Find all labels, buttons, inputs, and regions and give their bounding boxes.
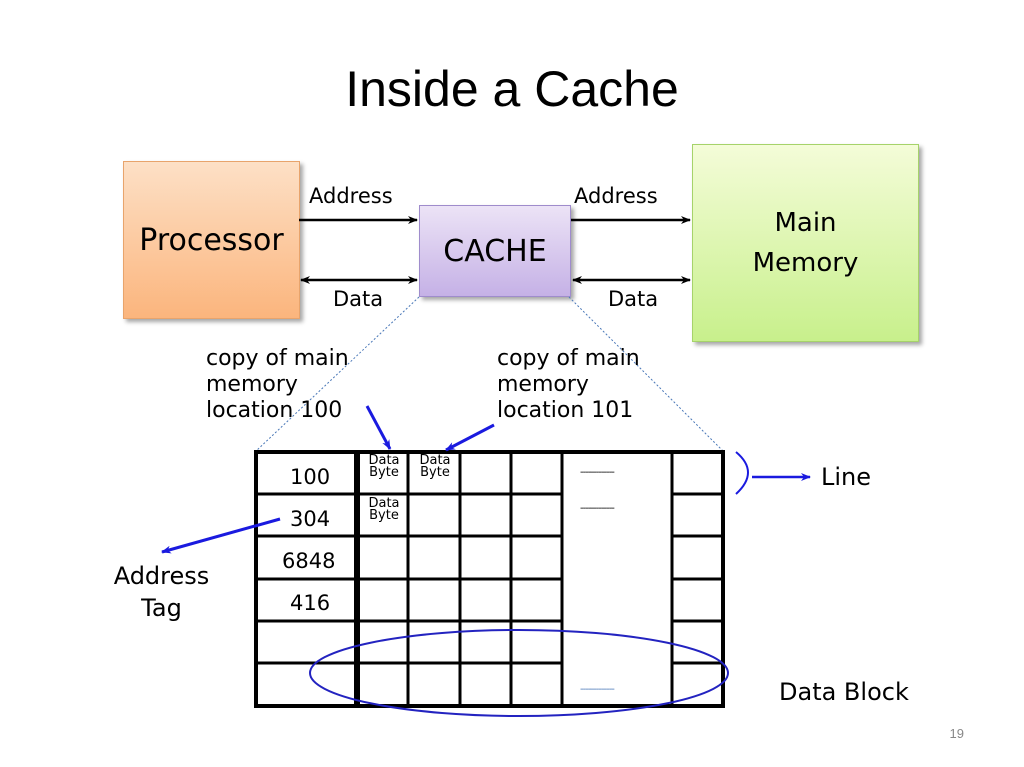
zoom-line-right	[568, 296, 724, 452]
copy101-line2: memory	[497, 372, 589, 397]
slide-title: Inside a Cache	[345, 61, 679, 117]
copy100-line3: location 100	[206, 398, 343, 423]
data-block-label: Data Block	[779, 678, 909, 706]
data-byte-text: Data	[419, 453, 451, 468]
left-address-label: Address	[309, 184, 393, 208]
main-memory-label-line1: Main	[774, 208, 837, 238]
right-address-label: Address	[574, 184, 658, 208]
ellipsis-row-2: -------------	[580, 503, 615, 514]
ellipsis-row-6: -------------	[580, 684, 615, 695]
cache-label: CACHE	[443, 233, 547, 269]
processor-block: Processor	[123, 161, 300, 319]
address-tag-annotation: Address Tag	[104, 560, 219, 624]
processor-label: Processor	[139, 222, 284, 258]
cache-table-grid	[254, 450, 725, 708]
tag-cell: 304	[290, 507, 331, 531]
zoom-line-left	[255, 296, 420, 452]
data-byte-text: Byte	[369, 508, 399, 523]
tag-cell: 6848	[282, 549, 336, 573]
main-memory-block: Main Memory	[692, 144, 919, 342]
copy100-arrow	[365, 405, 392, 450]
tag-cell: 100	[290, 465, 331, 489]
main-memory-label-line2: Memory	[752, 248, 859, 278]
line-bracket	[735, 451, 749, 495]
copy101-annotation: copy of main memory location 101	[497, 346, 640, 424]
copy101-line1: copy of main	[497, 346, 640, 371]
copy101-line3: location 101	[497, 398, 634, 423]
address-tag-line1: Address	[113, 562, 210, 590]
line-label: Line	[821, 463, 872, 491]
copy100-line1: copy of main	[206, 346, 349, 371]
address-tag-line2: Tag	[141, 594, 182, 622]
data-byte-text: Byte	[420, 465, 450, 480]
data-byte-cell: Data Byte	[361, 496, 407, 523]
data-byte-cell: Data Byte	[412, 453, 458, 480]
data-byte-text: Byte	[369, 465, 399, 480]
left-data-label: Data	[333, 287, 384, 311]
data-byte-text: Data	[368, 496, 400, 511]
page-number: 19	[949, 726, 964, 741]
right-data-label: Data	[608, 287, 659, 311]
data-block-ellipse	[309, 629, 729, 717]
tag-cell: 416	[290, 591, 331, 615]
ellipsis-row-1: -------------	[580, 467, 615, 478]
data-byte-cell: Data Byte	[361, 453, 407, 480]
address-tag-arrow	[161, 517, 281, 554]
data-byte-text: Data	[368, 453, 400, 468]
cache-block: CACHE	[419, 205, 571, 297]
copy100-annotation: copy of main memory location 100	[206, 346, 349, 424]
copy100-line2: memory	[206, 372, 298, 397]
copy101-arrow	[445, 423, 495, 452]
